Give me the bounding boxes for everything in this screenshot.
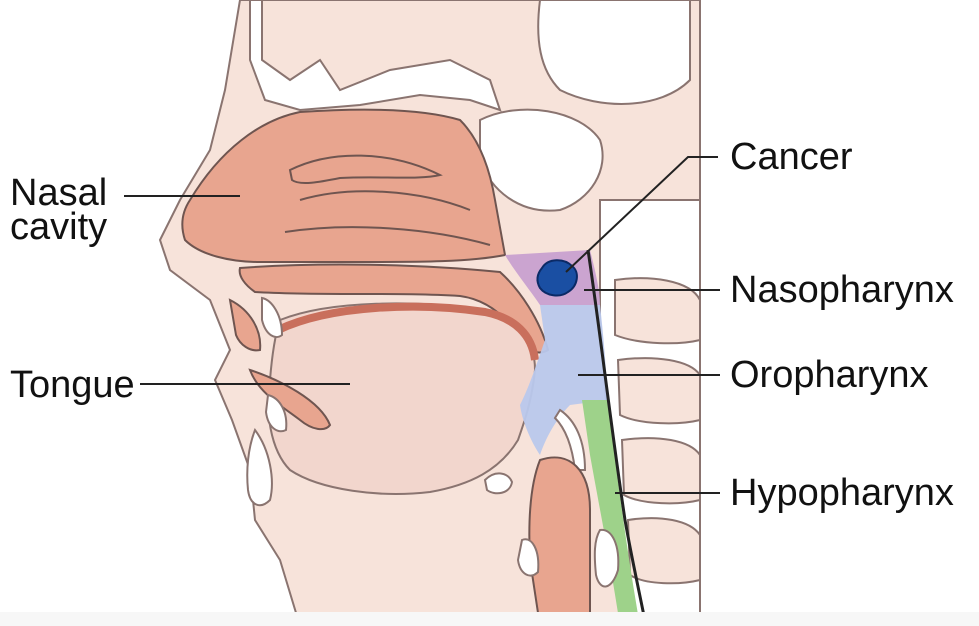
tumor-mass	[538, 260, 577, 295]
nasal-cavity-label: Nasal cavity	[10, 176, 107, 244]
vertebra-2	[618, 358, 700, 423]
hyoid	[485, 473, 512, 493]
tongue-label: Tongue	[10, 368, 135, 402]
vertebra-1	[615, 278, 700, 343]
bottom-margin-strip	[0, 612, 979, 626]
cancer-label: Cancer	[730, 140, 853, 174]
nasal-cavity-label-line1: Nasal	[10, 176, 107, 210]
hypopharynx-label: Hypopharynx	[730, 476, 954, 510]
oropharynx-label: Oropharynx	[730, 358, 929, 392]
nasopharynx-label: Nasopharynx	[730, 273, 954, 307]
upper-sinus	[538, 0, 690, 104]
vertebra-4	[628, 518, 700, 583]
nasal-cavity-label-line2: cavity	[10, 210, 107, 244]
larynx	[529, 457, 590, 626]
